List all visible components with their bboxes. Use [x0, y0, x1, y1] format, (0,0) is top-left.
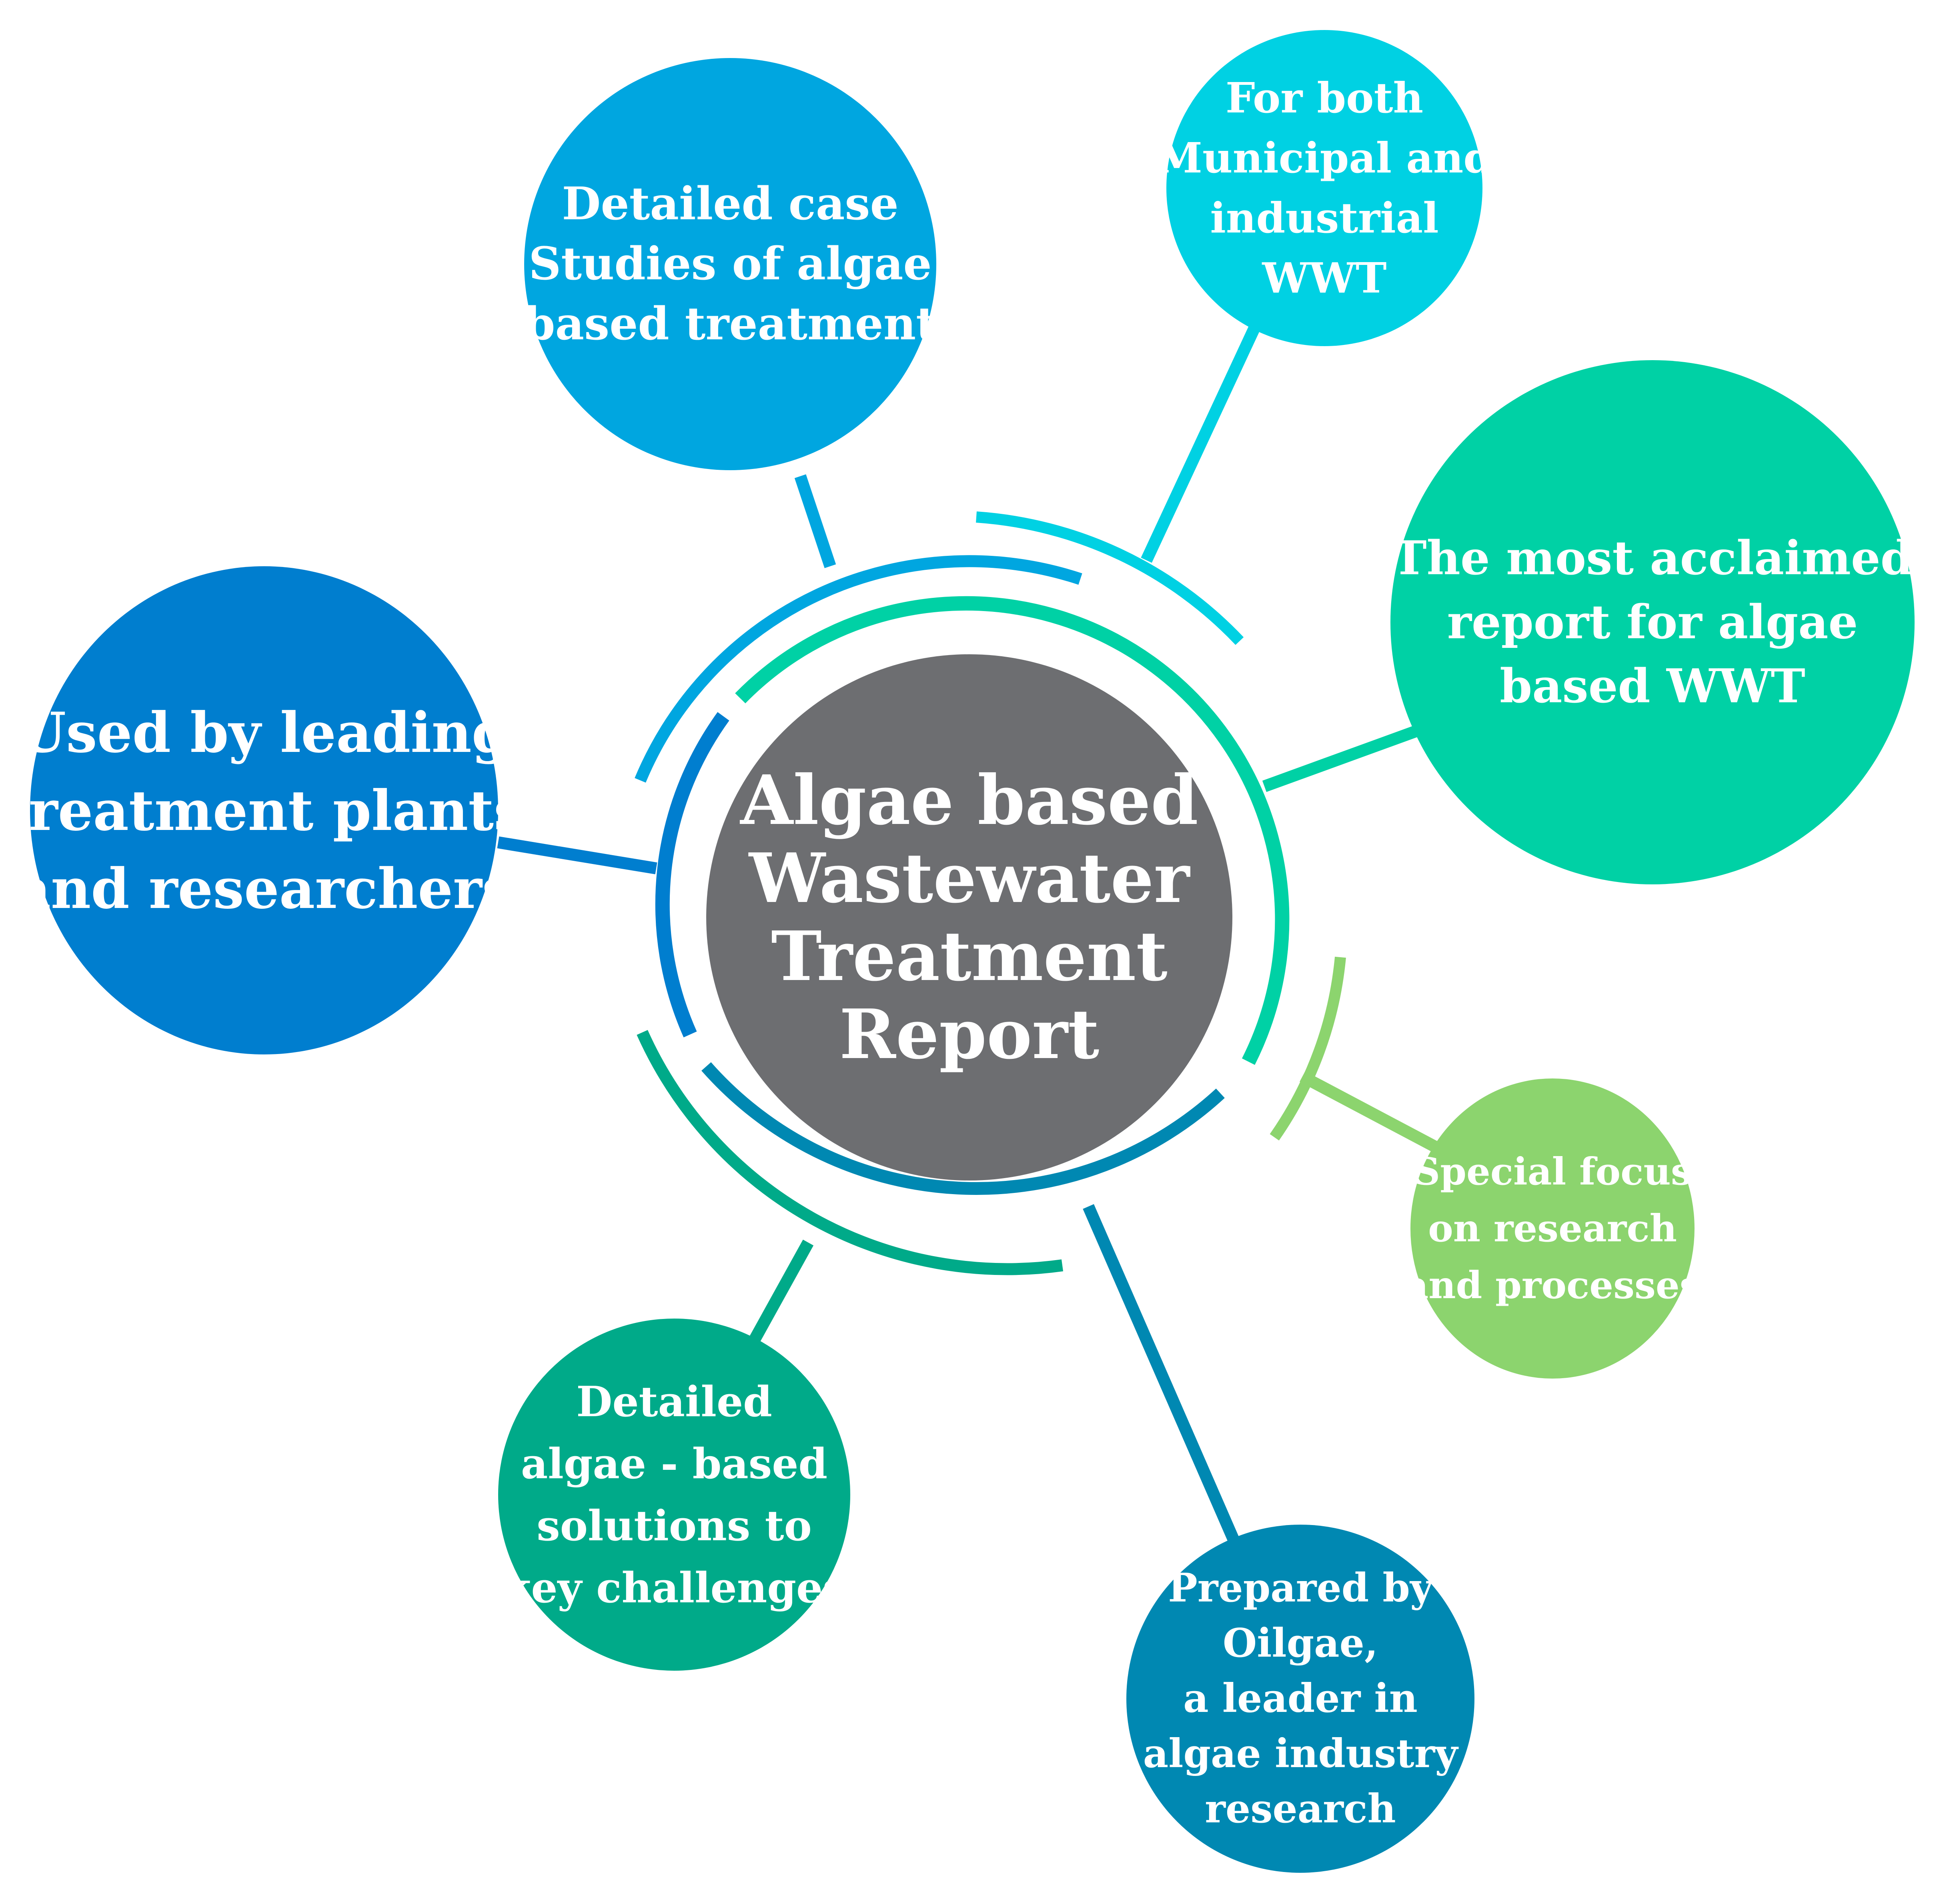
node-text-line: treatment plants: [3, 778, 525, 843]
ring-arc-right-green: [1270, 956, 1346, 1141]
spoke-used-by: [497, 836, 657, 874]
node-case-studies: Detailed case Studies of algae based tre…: [524, 58, 937, 470]
node-municipal-industrial: For both Municipal and industrial WWT: [1156, 30, 1492, 346]
ring-arc-top-cyan: [976, 511, 1244, 645]
node-text-line: Studies of algae: [529, 238, 932, 290]
node-text-line: Oilgae,: [1222, 1620, 1378, 1666]
ring-arc-left-blue: [655, 712, 729, 1038]
node-text-line: and processes: [1404, 1263, 1701, 1307]
node-text-line: For both: [1225, 73, 1424, 122]
spoke-acclaimed: [1262, 724, 1421, 792]
spoke-special-focus: [1299, 1071, 1442, 1154]
center-line-2: Wastewater: [749, 838, 1190, 918]
ring-arc-bottom-green: [637, 1030, 1064, 1275]
ring-arc-bottom-blue: [701, 1062, 1225, 1195]
node-text-line: Municipal and: [1156, 133, 1493, 182]
node-text-line: on research: [1428, 1207, 1677, 1251]
node-prepared-by-label: Prepared by Oilgae, a leader in algae in…: [1143, 1561, 1458, 1837]
node-text-line: Prepared by: [1168, 1565, 1433, 1611]
spoke-municipal: [1141, 325, 1260, 563]
node-text-line: solutions to: [537, 1501, 812, 1550]
node-text-line: WWT: [1262, 253, 1387, 303]
spoke-solutions: [741, 1239, 814, 1358]
node-text-line: a leader in: [1183, 1676, 1418, 1722]
node-text-line: Detailed case: [562, 178, 899, 230]
node-municipal-label: For both Municipal and industrial WWT: [1156, 68, 1492, 308]
node-most-acclaimed: The most acclaimed report for algae base…: [1390, 360, 1915, 884]
ring-arc-inner-teal: [735, 596, 1290, 1065]
node-used-by-label: Used by leading treatment plants and res…: [3, 693, 525, 928]
center-line-3: Treatment: [771, 916, 1168, 996]
node-solutions-label: Detailed algae - based solutions to key …: [502, 1371, 846, 1619]
node-text-line: based treatment: [524, 298, 937, 350]
node-text-line: algae - based: [521, 1439, 828, 1488]
node-text-line: based WWT: [1500, 659, 1805, 713]
center-node-report-title: Algae based Wastewater Treatment Report: [706, 654, 1232, 1180]
spoke-case-studies: [794, 474, 836, 568]
node-prepared-by-oilgae: Prepared by Oilgae, a leader in algae in…: [1126, 1525, 1474, 1873]
node-text-line: Special focus: [1413, 1150, 1692, 1194]
node-text-line: report for algae: [1447, 595, 1858, 649]
center-node-label: Algae based Wastewater Treatment Report: [740, 760, 1198, 1074]
center-line-4: Report: [839, 994, 1100, 1074]
node-text-line: Detailed: [576, 1377, 772, 1426]
node-case-studies-label: Detailed case Studies of algae based tre…: [524, 174, 937, 354]
ring-arc-top-outer: [635, 555, 1082, 783]
spoke-prepared-by: [1083, 1204, 1244, 1553]
node-text-line: algae industry: [1143, 1731, 1458, 1777]
node-text-line: Used by leading: [18, 699, 511, 765]
node-special-focus-label: Special focus on research and processes: [1404, 1143, 1701, 1314]
center-line-1: Algae based: [740, 760, 1198, 840]
node-acclaimed-label: The most acclaimed report for algae base…: [1392, 526, 1913, 718]
node-text-line: key challenges: [502, 1563, 846, 1612]
node-solutions-key-challenges: Detailed algae - based solutions to key …: [498, 1319, 850, 1671]
node-text-line: and researchers: [15, 856, 513, 921]
node-text-line: research: [1205, 1786, 1396, 1832]
node-text-line: The most acclaimed: [1392, 531, 1913, 585]
node-special-focus: Special focus on research and processes: [1404, 1078, 1701, 1379]
node-text-line: industrial: [1210, 193, 1439, 243]
node-used-by-leading: Used by leading treatment plants and res…: [3, 566, 525, 1054]
